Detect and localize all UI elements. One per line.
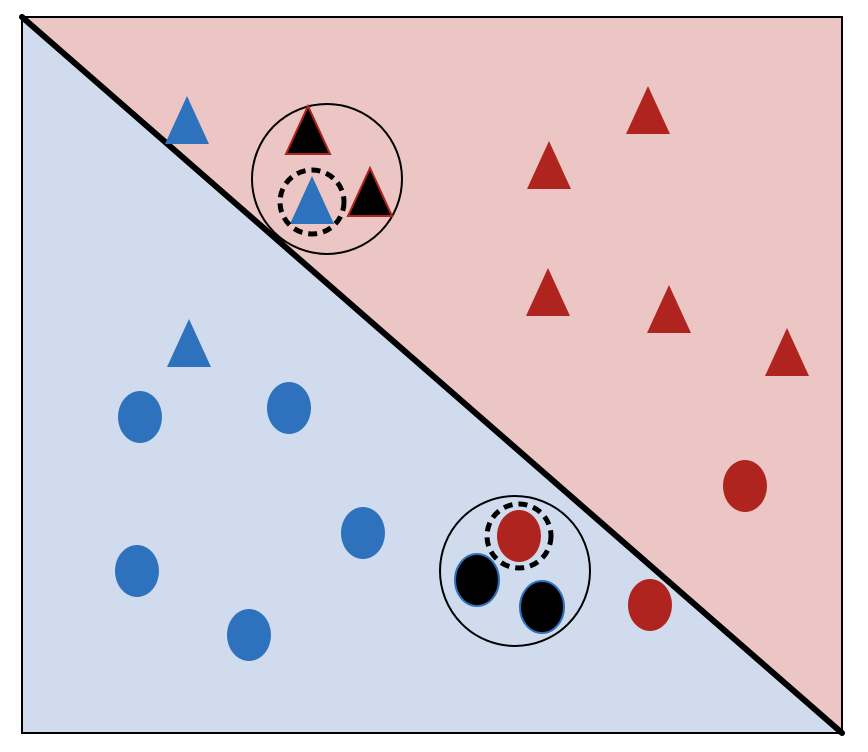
query-blue-triangle-point xyxy=(290,176,334,224)
plot-frame xyxy=(21,16,843,734)
red-triangle-point xyxy=(527,141,571,189)
query-point-dashed-ring xyxy=(277,167,347,237)
red-triangle-point xyxy=(626,86,670,134)
data-points xyxy=(115,86,809,661)
red-triangle-point xyxy=(765,328,809,376)
neighborhood-circle xyxy=(439,495,591,647)
blue-triangle-point xyxy=(165,96,209,144)
blue-circle-point xyxy=(115,545,159,597)
neighborhood-circle xyxy=(251,103,403,255)
red-triangle-point xyxy=(647,285,691,333)
red-circle-point xyxy=(628,579,672,631)
query-point-dashed-ring xyxy=(484,501,554,571)
lower-neighborhood xyxy=(439,495,591,647)
neighbor-circle-point xyxy=(454,553,500,607)
blue-circle-point xyxy=(118,391,162,443)
neighbor-triangle-point xyxy=(346,165,394,217)
decision-boundary-line xyxy=(19,14,845,736)
neighbor-circle-point xyxy=(519,580,565,634)
blue-circle-point xyxy=(267,382,311,434)
neighborhoods xyxy=(251,103,591,647)
red-triangle-point xyxy=(526,268,570,316)
blue-triangle-point xyxy=(167,319,211,367)
neighbor-triangle-point xyxy=(284,103,332,155)
upper-neighborhood xyxy=(251,103,403,255)
blue-circle-point xyxy=(341,507,385,559)
blue-circle-point xyxy=(227,609,271,661)
query-red-circle-point xyxy=(497,510,541,562)
red-circle-point xyxy=(723,460,767,512)
